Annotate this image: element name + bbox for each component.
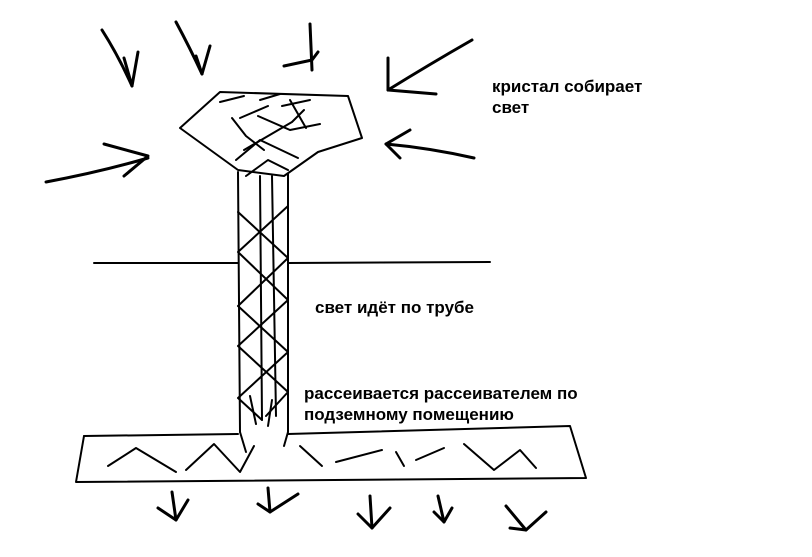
arrow-down-3 <box>356 494 392 530</box>
arrow-down-2 <box>256 486 300 514</box>
diffuser-label: рассеивается рассеивателем по подземному … <box>304 383 578 425</box>
arrow-right-lower <box>384 128 476 160</box>
outgoing-light-arrows <box>156 486 548 532</box>
arrow-right-upper <box>386 38 474 96</box>
crystal-label-line1: кристал собирает <box>492 77 643 96</box>
tube-label-text: свет идёт по трубе <box>315 298 474 317</box>
diffuser-label-line1: рассеивается рассеивателем по <box>304 384 578 403</box>
crystal-label-line2: свет <box>492 98 530 117</box>
light-tube <box>237 171 289 433</box>
crystal-collector <box>179 91 363 177</box>
tube-label: свет идёт по трубе <box>315 297 474 318</box>
diffuser <box>75 425 587 483</box>
arrow-down-5 <box>504 504 548 532</box>
arrow-top-right <box>282 22 320 72</box>
arrow-left <box>44 142 150 184</box>
ground-line <box>93 261 491 264</box>
arrow-down-4 <box>432 494 454 524</box>
arrow-top-center <box>174 20 212 76</box>
arrow-down-1 <box>156 490 190 522</box>
arrow-top-left <box>100 28 140 88</box>
incoming-light-arrows <box>44 20 476 184</box>
crystal-label: кристал собирает свет <box>492 76 642 118</box>
diffuser-label-line2: подземному помещению <box>304 405 514 424</box>
